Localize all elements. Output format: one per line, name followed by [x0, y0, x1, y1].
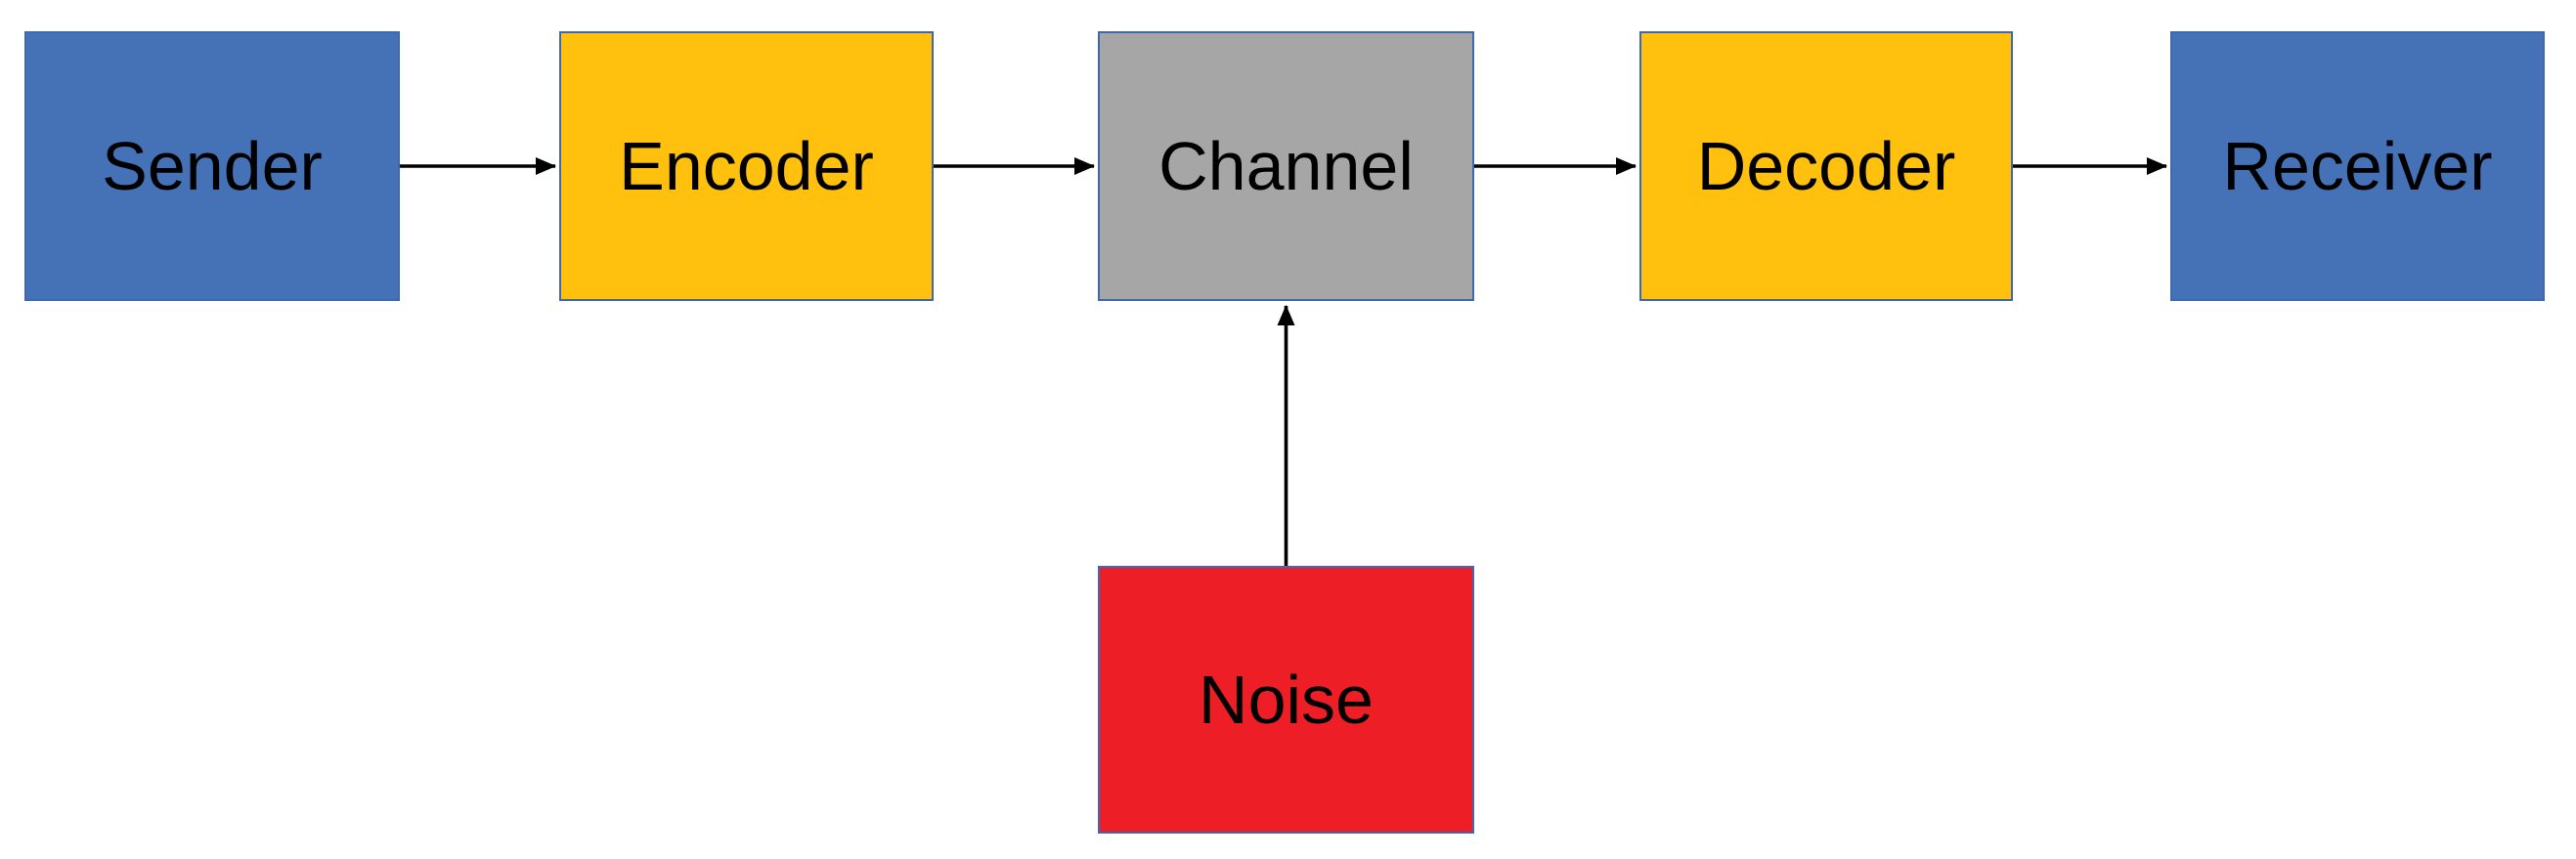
node-noise: Noise [1098, 566, 1474, 834]
node-noise-label: Noise [1199, 662, 1374, 738]
node-channel: Channel [1098, 31, 1474, 301]
node-receiver: Receiver [2170, 31, 2545, 301]
node-channel-label: Channel [1158, 128, 1414, 204]
node-sender: Sender [24, 31, 400, 301]
node-decoder-label: Decoder [1696, 128, 1956, 204]
node-receiver-label: Receiver [2222, 128, 2493, 204]
node-decoder: Decoder [1639, 31, 2013, 301]
node-encoder: Encoder [559, 31, 934, 301]
node-sender-label: Sender [102, 128, 323, 204]
node-encoder-label: Encoder [619, 128, 874, 204]
